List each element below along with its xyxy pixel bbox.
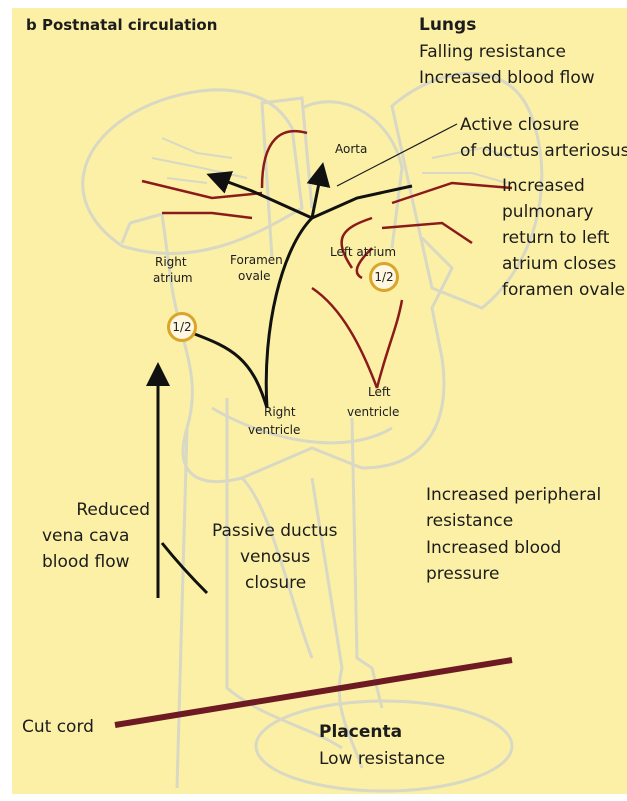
lungs-text-2: Increased blood flow [419,66,595,91]
pulmonary-text-5: foramen ovale [502,278,625,303]
left-ventricle-label-1: Left [368,384,391,400]
foramen-label-2: ovale [238,268,271,284]
left-atrium-fraction-badge: 1/2 [369,262,399,292]
right-atrium-label-1: Right [155,254,187,270]
pulmonary-vessels [142,131,512,388]
lungs-title: Lungs [419,13,476,38]
ductus-text-1: Active closure [460,113,579,138]
vena-cava-text-2: vena cava [42,524,129,549]
foramen-label-1: Foramen [230,252,283,268]
right-ventricle-label-1: Right [264,404,296,420]
pulmonary-text-3: return to left [502,226,609,251]
right-ventricle-label-2: ventricle [248,422,300,438]
cut-cord-bar [115,660,512,725]
placenta-subtitle: Low resistance [319,747,445,772]
left-ventricle-label-2: ventricle [347,404,399,420]
heart-outline [122,98,452,788]
ductus-text-2: of ductus arteriosus [460,139,627,164]
pulmonary-trunk-arrow [212,176,312,408]
left-atrium-label: Left atrium [330,244,396,260]
ductus-venosus-text-2: venosus [240,545,310,570]
aortic-outflow-arrow [312,168,322,218]
peripheral-text-3: Increased blood [426,536,561,561]
peripheral-text-1: Increased peripheral [426,483,601,508]
ductus-venosus-text-3: closure [245,571,306,596]
diagram-panel: b Postnatal circulation Lungs Falling re… [12,8,627,794]
pulmonary-text-2: pulmonary [502,200,594,225]
bronchi [152,138,512,183]
vena-cava-text-3: blood flow [42,550,130,575]
right-ventricle-flow-path [192,333,267,408]
pulmonary-text-4: atrium closes [502,252,616,277]
placenta-outline [256,701,512,791]
pulmonary-text-1: Increased [502,174,585,199]
lungs-text-1: Falling resistance [419,40,566,65]
peripheral-text-4: pressure [426,562,499,587]
placenta-title: Placenta [319,720,402,745]
right-atrium-label-2: atrium [153,270,193,286]
peripheral-text-2: resistance [426,509,513,534]
right-atrium-fraction-badge: 1/2 [167,312,197,342]
figure-title: b Postnatal circulation [26,15,217,35]
vena-cava-text-1: Reduced [54,498,150,523]
aorta-label: Aorta [335,141,367,157]
ductus-venosus-text-1: Passive ductus [212,519,337,544]
cut-cord-label: Cut cord [22,715,94,740]
